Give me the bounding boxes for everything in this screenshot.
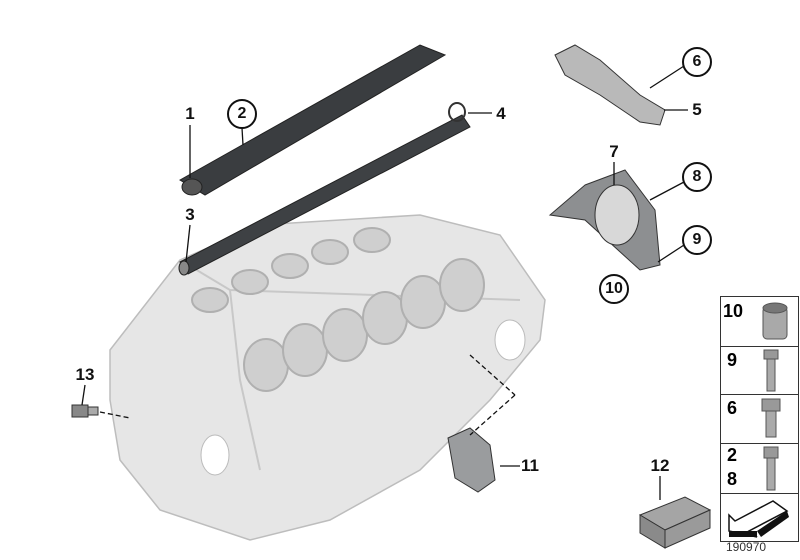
callout-2[interactable]: 2 <box>227 99 257 129</box>
legend-row-arrow <box>721 493 798 541</box>
legend-row-collar-bolt[interactable]: 2 8 <box>721 443 798 494</box>
callout-12[interactable]: 12 <box>650 456 670 475</box>
legend-number: 8 <box>727 469 738 489</box>
part-4-o-ring[interactable] <box>448 102 466 122</box>
legend-number: 9 <box>727 350 738 370</box>
engine-block[interactable] <box>109 214 546 541</box>
legend-number: 6 <box>727 398 738 418</box>
callout-1[interactable]: 1 <box>185 104 195 123</box>
diagram-id: 190970 <box>726 540 767 554</box>
callout-10[interactable]: 10 <box>599 274 629 304</box>
callout-13[interactable]: 13 <box>75 365 95 384</box>
callout-5[interactable]: 5 <box>692 100 702 119</box>
callout-3[interactable]: 3 <box>185 205 195 224</box>
part-3-tube[interactable] <box>178 114 471 276</box>
part-7-seal-carrier[interactable] <box>548 169 661 271</box>
part-5-housing[interactable] <box>554 44 666 126</box>
callout-6[interactable]: 6 <box>682 47 712 77</box>
legend-row-sleeve[interactable]: 10 <box>721 297 798 347</box>
leader-lines <box>81 65 688 500</box>
part-12-box[interactable] <box>638 496 712 549</box>
long-bolt-icon <box>763 349 779 392</box>
callout-8[interactable]: 8 <box>682 162 712 192</box>
callout-11[interactable]: 11 <box>521 456 539 475</box>
legend-number: 10 <box>723 301 744 321</box>
callout-4[interactable]: 4 <box>496 104 506 123</box>
legend-number: 2 <box>727 445 738 465</box>
part-13-plug[interactable] <box>71 404 99 418</box>
callout-7[interactable]: 7 <box>609 142 619 161</box>
collar-bolt-icon <box>763 446 779 491</box>
legend-row-long-bolt[interactable]: 9 <box>721 346 798 395</box>
legend-row-short-bolt[interactable]: 6 <box>721 394 798 444</box>
direction-arrow-icon <box>728 500 789 538</box>
callout-9[interactable]: 9 <box>682 225 712 255</box>
part-11-cover[interactable] <box>447 427 496 493</box>
legend-panel: 10 9 6 2 8 <box>720 296 799 542</box>
sleeve-icon <box>762 302 788 340</box>
part-1-cover[interactable] <box>179 44 447 196</box>
short-bolt-icon <box>761 398 781 438</box>
